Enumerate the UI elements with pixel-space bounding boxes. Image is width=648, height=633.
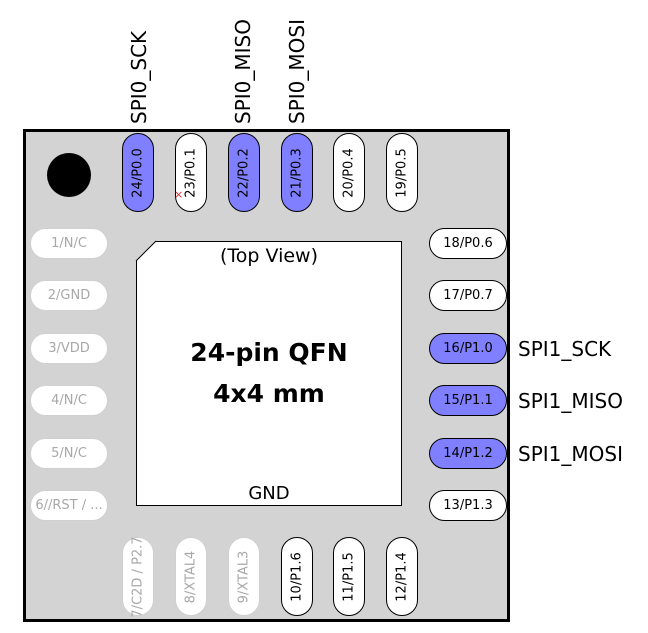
pin-22-label: 22/P0.2	[236, 147, 252, 198]
pin-20: 20/P0.4	[333, 133, 365, 212]
signal-spi1-miso: SPI1_MISO	[518, 389, 623, 413]
pin-17: 17/P0.7	[429, 280, 507, 311]
pin-9: 9/XTAL3	[228, 537, 260, 616]
pin-21: 21/P0.3	[281, 133, 313, 212]
pin-14: 14/P1.2	[429, 438, 507, 469]
pin-21-label: 21/P0.3	[289, 147, 305, 198]
pin-6: 6//RST / ...	[30, 490, 108, 521]
pin-7: 7/C2D / P2.7	[122, 535, 154, 618]
pin-24-label: 24/P0.0	[130, 147, 146, 198]
pin-23: 23/P0.1	[175, 133, 207, 212]
signal-spi1-mosi: SPI1_MOSI	[518, 442, 623, 466]
die-chamfer-edge	[135, 240, 157, 262]
pin-8-label: 8/XTAL4	[183, 550, 199, 603]
exposed-pad	[136, 241, 402, 506]
pin-9-label: 9/XTAL3	[236, 550, 252, 603]
cross-mark-icon: ×	[174, 188, 184, 201]
pin-24: 24/P0.0	[122, 133, 154, 212]
pin-19-label: 19/P0.5	[394, 147, 410, 198]
package-title: 24-pin QFN	[190, 338, 348, 367]
pin1-marker-dot	[47, 153, 91, 197]
pin-18: 18/P0.6	[429, 228, 507, 259]
pin-23-label: 23/P0.1	[183, 147, 199, 198]
pin-10-label: 10/P1.6	[289, 551, 305, 602]
signal-spi0-sck: SPI0_SCK	[127, 30, 151, 124]
top-view-label: (Top View)	[219, 245, 318, 267]
pin-1: 1/N/C	[30, 228, 108, 259]
pin-4: 4/N/C	[30, 385, 108, 416]
pin-16: 16/P1.0	[429, 333, 507, 364]
pin-12: 12/P1.4	[386, 537, 418, 616]
pin-3: 3/VDD	[30, 333, 108, 364]
pin-20-label: 20/P0.4	[341, 147, 357, 198]
signal-spi0-miso: SPI0_MISO	[231, 19, 255, 124]
pin-22: 22/P0.2	[228, 133, 260, 212]
pin-2: 2/GND	[30, 280, 108, 311]
pin-10: 10/P1.6	[281, 537, 313, 616]
package-size: 4x4 mm	[213, 379, 325, 408]
signal-spi0-mosi: SPI0_MOSI	[285, 19, 309, 124]
signal-spi1-sck: SPI1_SCK	[518, 337, 612, 361]
pin-11-label: 11/P1.5	[341, 551, 357, 602]
pin-7-label: 7/C2D / P2.7	[130, 535, 146, 618]
pin-5: 5/N/C	[30, 438, 108, 469]
pin-13: 13/P1.3	[429, 490, 507, 521]
pin-11: 11/P1.5	[333, 537, 365, 616]
pin-19: 19/P0.5	[386, 133, 418, 212]
pin-15: 15/P1.1	[429, 385, 507, 416]
pin-8: 8/XTAL4	[175, 537, 207, 616]
exposed-pad-gnd-label: GND	[248, 483, 290, 504]
pin-12-label: 12/P1.4	[394, 551, 410, 602]
